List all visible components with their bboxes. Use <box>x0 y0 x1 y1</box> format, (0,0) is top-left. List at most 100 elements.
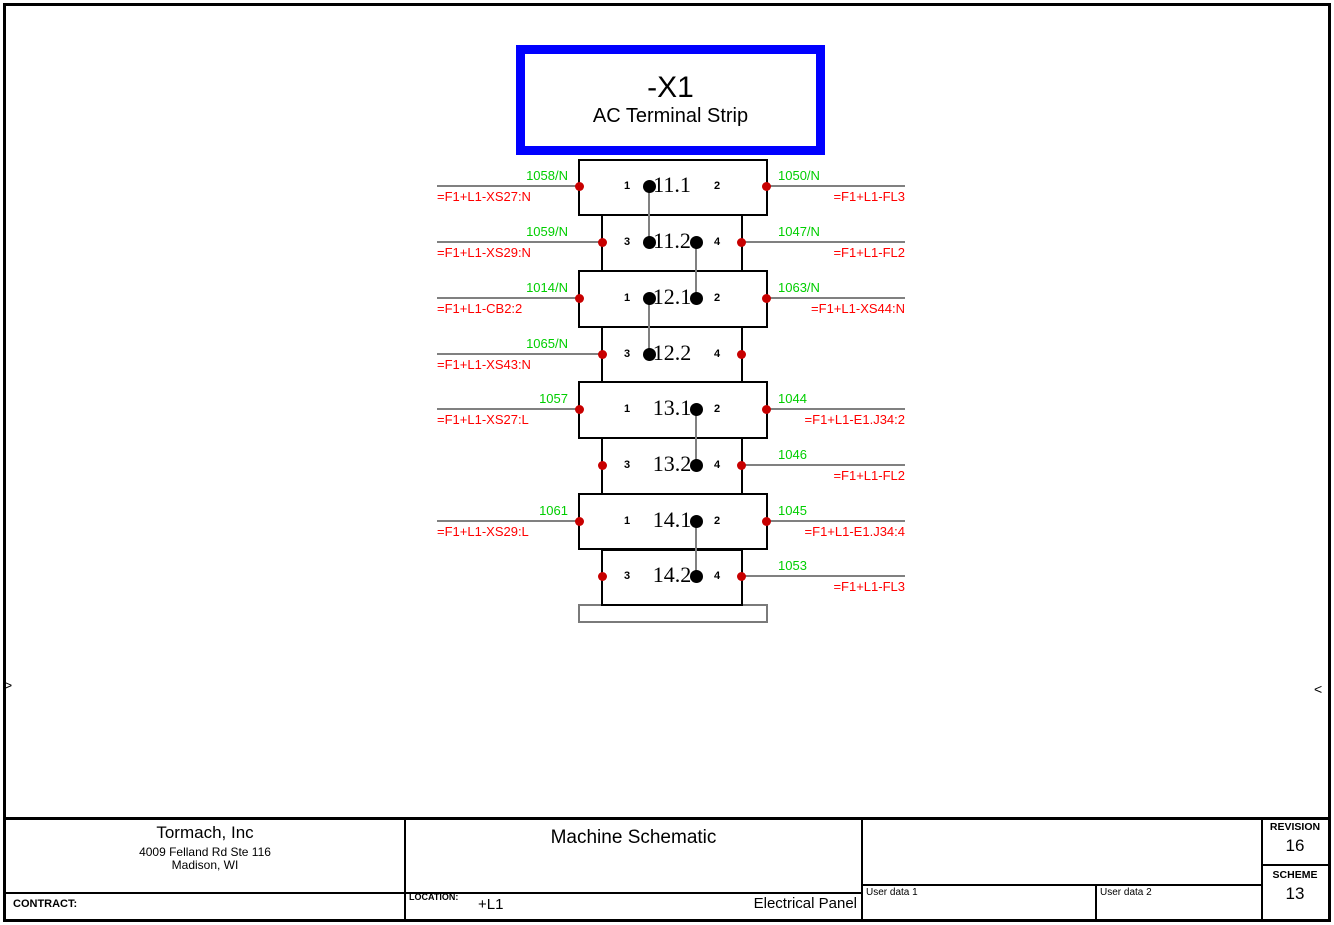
device-reference: =F1+L1-FL3 <box>833 189 905 204</box>
revision-value: 16 <box>1285 836 1305 855</box>
connection-point-right <box>737 572 746 581</box>
jumper-dot <box>643 292 656 305</box>
connection-point-left <box>598 461 607 470</box>
terminal-pin-left: 1 <box>623 292 631 304</box>
title-block-divider <box>861 884 1263 886</box>
device-reference: =F1+L1-XS27:N <box>437 189 531 204</box>
device-reference: =F1+L1-E1.J34:4 <box>804 524 905 539</box>
wire-number: 1061 <box>539 503 568 518</box>
device-reference: =F1+L1-XS43:N <box>437 357 531 372</box>
terminal-pin-right: 4 <box>713 570 721 582</box>
terminal-pin-right: 2 <box>713 292 721 304</box>
terminal-id: 13.2 <box>652 451 692 476</box>
company-address-line1: 4009 Felland Rd Ste 116 <box>139 845 271 859</box>
company-name: Tormach, Inc <box>156 823 254 842</box>
terminal-pin-right: 4 <box>713 459 721 471</box>
user-data-1-label: User data 1 <box>866 887 918 898</box>
wire-right <box>768 297 905 299</box>
jumper-dot <box>643 236 656 249</box>
wire-right <box>768 408 905 410</box>
jumper-line <box>695 242 697 298</box>
wire-right <box>768 185 905 187</box>
wire-left <box>437 353 601 355</box>
jumper-line <box>648 298 650 354</box>
wire-number: 1046 <box>778 447 807 462</box>
terminal-pin-left: 3 <box>623 236 631 248</box>
terminal-id: 13.1 <box>652 395 692 420</box>
connection-point-right <box>737 461 746 470</box>
terminal-id: 11.1 <box>653 172 691 197</box>
jumper-line <box>695 409 697 465</box>
user-data-2-label: User data 2 <box>1100 887 1152 898</box>
connection-point-left <box>598 350 607 359</box>
title-block-divider <box>1261 817 1263 919</box>
terminal-id: 14.2 <box>652 562 692 587</box>
sheet-fold-mark-left: > <box>4 677 13 693</box>
revision-label: REVISION <box>1269 821 1321 833</box>
wire-number: 1014/N <box>526 280 568 295</box>
jumper-dot <box>690 403 703 416</box>
connection-point-right <box>762 517 771 526</box>
title-block-divider <box>404 817 406 919</box>
wire-right <box>743 241 905 243</box>
device-reference: =F1+L1-XS29:L <box>437 524 529 539</box>
wire-right <box>743 575 905 577</box>
device-reference: =F1+L1-FL2 <box>833 468 905 483</box>
terminal-box <box>578 381 768 440</box>
device-reference: =F1+L1-E1.J34:2 <box>804 412 905 427</box>
device-reference: =F1+L1-XS44:N <box>811 301 905 316</box>
wire-left <box>437 241 601 243</box>
terminal-pin-right: 4 <box>713 236 721 248</box>
device-reference: =F1+L1-FL3 <box>833 579 905 594</box>
location-value: +L1 <box>478 896 504 913</box>
wire-number: 1059/N <box>526 224 568 239</box>
title-block-divider <box>1261 864 1328 866</box>
terminal-pin-right: 2 <box>713 403 721 415</box>
wire-right <box>768 520 905 522</box>
terminal-pin-left: 1 <box>623 403 631 415</box>
wire-number: 1044 <box>778 391 807 406</box>
terminal-id: 12.2 <box>652 340 692 365</box>
terminal-strip-end-cap <box>578 604 768 623</box>
connection-point-right <box>762 294 771 303</box>
terminal-strip-subtitle: AC Terminal Strip <box>592 105 749 127</box>
terminal-pin-right: 4 <box>713 348 721 360</box>
scheme-value: 13 <box>1285 884 1305 903</box>
jumper-dot <box>690 236 703 249</box>
connection-point-right <box>737 350 746 359</box>
wire-number: 1065/N <box>526 336 568 351</box>
panel-name: Electrical Panel <box>753 895 857 912</box>
wire-number: 1063/N <box>778 280 820 295</box>
jumper-dot <box>643 180 656 193</box>
terminal-id: 14.1 <box>652 507 692 532</box>
terminal-strip-tag: -X1 <box>647 71 694 104</box>
drawing-title: Machine Schematic <box>550 827 717 848</box>
wire-left <box>437 520 578 522</box>
wire-right <box>743 464 905 466</box>
jumper-line <box>648 186 650 242</box>
connection-point-left <box>575 405 584 414</box>
connection-point-left <box>598 238 607 247</box>
title-block-divider <box>861 817 863 919</box>
wire-number: 1050/N <box>778 168 820 183</box>
connection-point-left <box>575 294 584 303</box>
connection-point-right <box>762 182 771 191</box>
connection-point-left <box>598 572 607 581</box>
device-reference: =F1+L1-XS29:N <box>437 245 531 260</box>
connection-point-left <box>575 182 584 191</box>
company-address-line2: Madison, WI <box>171 858 239 872</box>
terminal-pin-left: 3 <box>623 570 631 582</box>
title-block-top-line <box>6 817 1328 820</box>
device-reference: =F1+L1-XS27:L <box>437 412 529 427</box>
terminal-pin-right: 2 <box>713 180 721 192</box>
device-reference: =F1+L1-FL2 <box>833 245 905 260</box>
sheet-fold-mark-right: < <box>1314 681 1323 697</box>
wire-number: 1053 <box>778 558 807 573</box>
terminal-pin-left: 1 <box>623 180 631 192</box>
terminal-pin-right: 2 <box>713 515 721 527</box>
terminal-pin-left: 1 <box>623 515 631 527</box>
connection-point-right <box>762 405 771 414</box>
wire-number: 1045 <box>778 503 807 518</box>
terminal-box <box>601 548 743 607</box>
